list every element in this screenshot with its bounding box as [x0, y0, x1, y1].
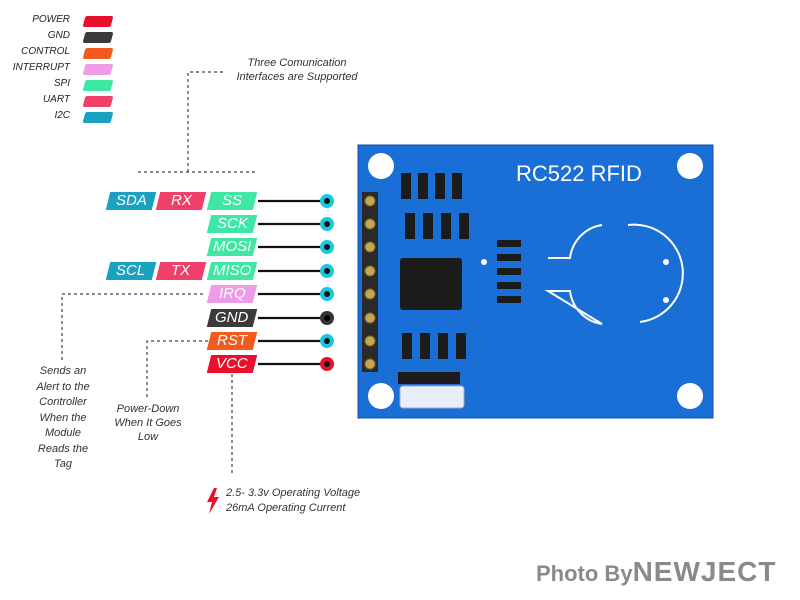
- tag-ss-label: SS: [221, 192, 242, 209]
- legend-label-interrupt: INTERRUPT: [12, 62, 70, 73]
- tag-rx-label: RX: [170, 192, 192, 209]
- power-note-current: 26mA Operating Current: [226, 502, 346, 514]
- legend-item-interrupt: INTERRUPT: [0, 62, 120, 77]
- legend: POWER GND CONTROL INTERRUPT SPI UART I2C: [0, 14, 120, 134]
- mount-hole-tr: [677, 153, 703, 179]
- tag-rst: RST: [206, 332, 258, 350]
- tag-miso: MISO: [206, 262, 258, 280]
- interfaces-leader-line: [187, 71, 225, 172]
- power-note: 2.5- 3.3v Operating Voltage 26mA Operati…: [206, 486, 396, 520]
- tag-sck-label: SCK: [216, 215, 248, 232]
- tag-mosi: MOSI: [206, 238, 258, 256]
- legend-label-power: POWER: [32, 14, 70, 25]
- legend-item-power: POWER: [0, 14, 120, 29]
- legend-item-spi: SPI: [0, 78, 120, 93]
- mount-hole-bl: [368, 383, 394, 409]
- tag-gnd-label: GND: [215, 309, 249, 326]
- tag-vcc: VCC: [206, 355, 258, 373]
- antenna-outline: [544, 223, 684, 325]
- note-interfaces: Three Comunication Interfaces are Suppor…: [236, 57, 358, 83]
- note-rst: Power-Down When It Goes Low: [114, 403, 182, 443]
- tag-sck: SCK: [206, 215, 258, 233]
- mount-hole-br: [677, 383, 703, 409]
- tag-tx: TX: [155, 262, 207, 280]
- legend-item-control: CONTROL: [0, 46, 120, 61]
- mfrc522-chip: [400, 258, 462, 310]
- legend-item-gnd: GND: [0, 30, 120, 45]
- legend-label-i2c: I2C: [54, 110, 70, 121]
- tag-mosi-label: MOSI: [212, 238, 252, 255]
- rst-leader-line: [146, 340, 208, 397]
- tag-sda-label: SDA: [115, 192, 147, 209]
- board-title: RC522 RFID: [516, 161, 642, 186]
- tag-vcc-label: VCC: [216, 355, 248, 372]
- mount-hole-tl: [368, 153, 394, 179]
- legend-label-control: CONTROL: [21, 46, 70, 57]
- irq-leader-line: [61, 293, 206, 360]
- tag-rx: RX: [155, 192, 207, 210]
- tag-irq: IRQ: [206, 285, 258, 303]
- tag-irq-label: IRQ: [218, 285, 246, 302]
- note-irq: Sends an Alert to the Controller When th…: [36, 365, 90, 470]
- rc522-board: [357, 144, 714, 419]
- power-note-voltage: 2.5- 3.3v Operating Voltage: [226, 487, 361, 499]
- photo-credit: Photo ByNEWJECT: [536, 556, 776, 588]
- lightning-icon: [207, 488, 219, 514]
- legend-item-i2c: I2C: [0, 110, 120, 125]
- legend-item-uart: UART: [0, 94, 120, 109]
- photo-credit-prefix: Photo By: [536, 561, 633, 586]
- tag-rst-label: RST: [217, 332, 247, 349]
- tag-gnd: GND: [206, 309, 258, 327]
- tag-tx-label: TX: [171, 262, 191, 279]
- tag-miso-label: MISO: [212, 262, 252, 279]
- legend-label-uart: UART: [42, 94, 70, 105]
- crystal: [399, 385, 465, 409]
- tag-scl: SCL: [105, 262, 157, 280]
- header-pins: [362, 192, 378, 372]
- tag-scl-label: SCL: [116, 262, 146, 279]
- photo-credit-name: NEWJECT: [632, 556, 777, 587]
- tag-sda: SDA: [105, 192, 157, 210]
- legend-label-spi: SPI: [53, 78, 70, 89]
- tag-ss: SS: [206, 192, 258, 210]
- legend-label-gnd: GND: [47, 30, 70, 41]
